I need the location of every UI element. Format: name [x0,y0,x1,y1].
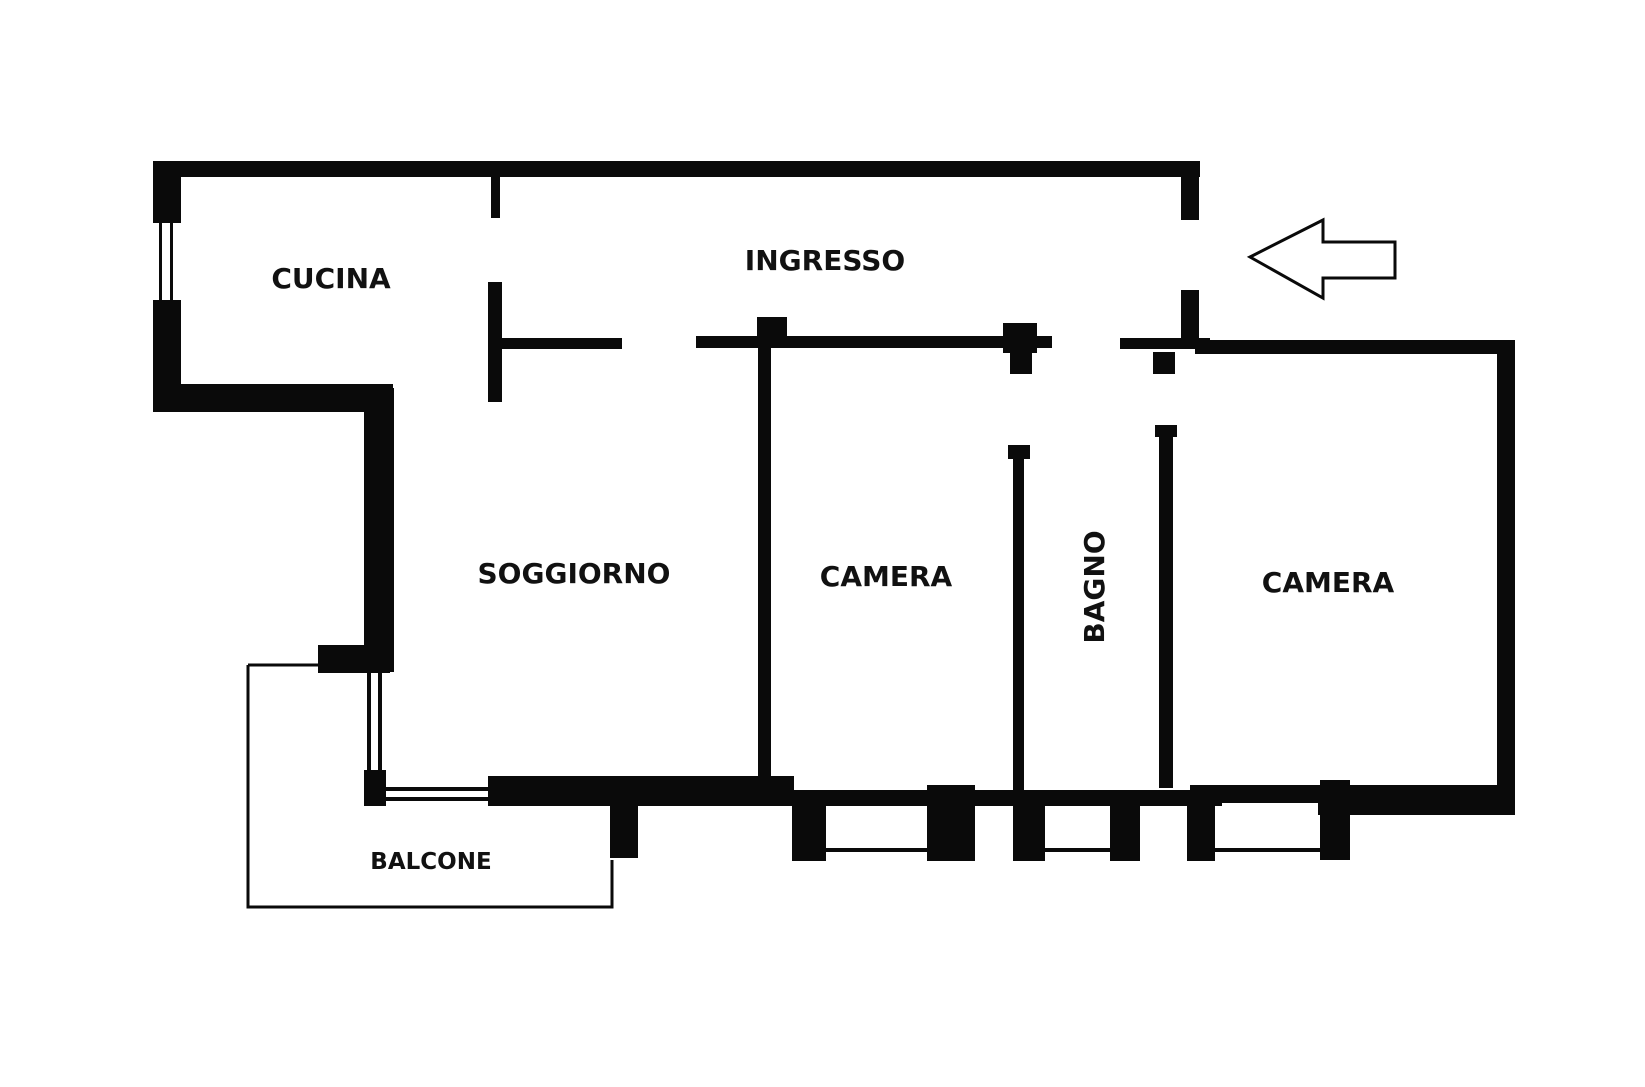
wall-bottom-beam [792,790,1222,806]
balcony-outline [246,663,614,909]
entrance-arrow-icon [1246,217,1397,301]
wall-kitchen-bottom [153,384,393,412]
wall-corridor-post-1 [757,317,787,347]
living-bottom-window [386,787,490,791]
room-label-cucina: CUCINA [271,262,391,295]
wall-corridor-post-3 [1010,350,1032,374]
room-label-bagno: BAGNO [1078,530,1111,643]
wall-right-bottom [1318,785,1515,815]
wall-living-left-step [318,645,390,673]
wall-camera-bagno-cap [1008,445,1030,459]
wall-bottom-beam-right [1190,785,1350,803]
wall-entrance-top-jamb [1181,168,1199,220]
wall-corridor-3 [1120,338,1210,349]
wall-living-left [364,388,394,672]
walls [153,161,1515,861]
wall-right-top [1195,340,1515,354]
wall-corridor-post-4 [1153,352,1175,374]
living-window-line [378,672,382,772]
wall-camera-bagno [1013,450,1024,790]
living-bottom-window [386,797,490,801]
window-sill-3 [1215,848,1320,852]
living-window-line [367,672,371,772]
kitchen-window-line [170,223,173,300]
room-label-soggiorno: SOGGIORNO [478,557,671,590]
kitchen-window-line [159,223,162,300]
wall-corridor-2 [696,336,1052,348]
wall-living-left-lower [364,770,386,806]
window-sill-1 [826,848,927,852]
wall-kitchen-left-top [153,161,181,223]
wall-corridor-1 [498,338,622,349]
wall-bagno-camera [1159,428,1173,788]
wall-bottom-living-step [610,780,638,858]
wall-kitchen-right-top [491,170,500,218]
room-label-balcone: BALCONE [370,849,491,875]
wall-entrance-bottom-jamb [1181,290,1199,348]
wall-right-side [1497,340,1515,815]
wall-living-camera [758,345,771,780]
room-label-camera-right: CAMERA [1262,566,1395,599]
wall-kitchen-right-bottom [488,282,502,402]
wall-top [153,161,1200,177]
wall-corridor-post-2 [1003,323,1037,353]
window-sill-2 [1045,848,1110,852]
room-label-ingresso: INGRESSO [745,244,905,277]
balcony-edge [246,665,614,909]
room-label-camera-left: CAMERA [820,560,953,593]
wall-bagno-camera-cap [1155,425,1177,437]
wall-bottom-living [488,776,794,806]
